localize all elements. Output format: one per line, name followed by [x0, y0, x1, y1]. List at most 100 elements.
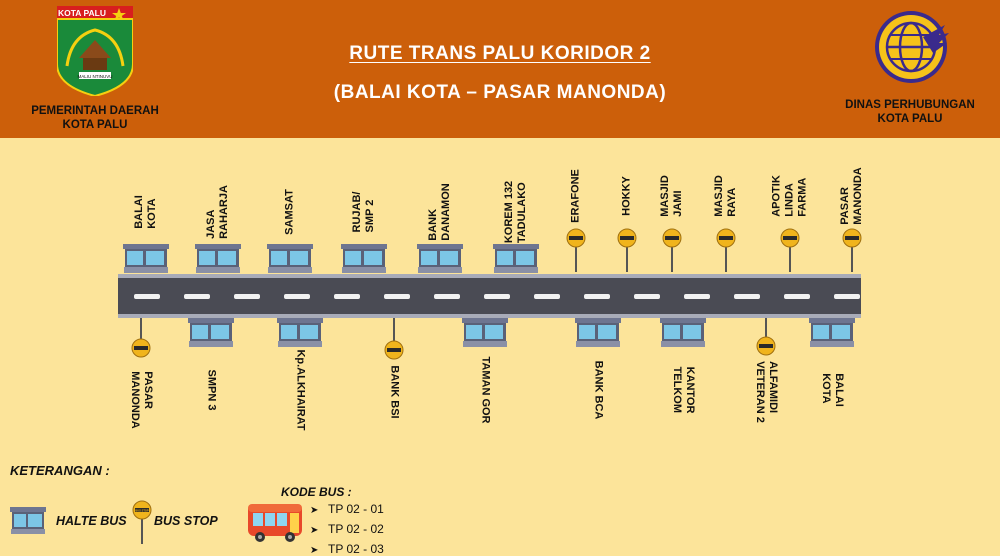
stop-label-line: RUJAB/	[351, 191, 363, 233]
bus-stop-icon	[384, 318, 404, 360]
stop-label-line: MANONDA	[852, 167, 864, 225]
legend-busstop-label: BUS STOP	[154, 514, 218, 528]
stop-label-line: KOTA	[820, 373, 832, 404]
arrow-right-icon: ➤	[310, 545, 319, 556]
kode-bus-code: TP 02 - 01	[328, 502, 384, 516]
halte-bus-icon	[123, 244, 169, 273]
lane-dash	[134, 294, 160, 299]
stop-label-line: SMPN 3	[205, 369, 218, 411]
stop-label-line: JAMI	[672, 190, 684, 217]
stop-label-line: TADULAKO	[516, 182, 528, 244]
lane-dash	[234, 294, 260, 299]
stop-label-line: BALAI	[833, 373, 845, 407]
arrow-right-icon: ➤	[310, 505, 319, 516]
bus-stop-icon	[842, 228, 862, 272]
stop-label-line: SAMSAT	[283, 189, 296, 235]
stop-label-line: KOTA	[146, 198, 158, 229]
kode-bus-title: KODE BUS :	[281, 485, 352, 499]
halte-bus-icon	[417, 244, 463, 273]
lane-dash	[184, 294, 210, 299]
legend-busstop-sign-text: BUS STOP	[135, 508, 148, 512]
lane-dash	[734, 294, 760, 299]
stop-label-line: VETERAN 2	[754, 361, 766, 423]
header-banner	[0, 0, 1000, 138]
halte-bus-icon	[267, 244, 313, 273]
lane-dash	[634, 294, 660, 299]
lane-dash	[784, 294, 810, 299]
crest-title: KOTA PALU	[58, 8, 106, 18]
lane-dash	[334, 294, 360, 299]
left-org-line2: KOTA PALU	[62, 119, 128, 131]
halte-bus-icon	[341, 244, 387, 273]
bus-stop-icon	[566, 228, 586, 272]
halte-bus-icon	[493, 244, 539, 273]
bus-icon	[248, 504, 302, 542]
top-stop-label: ERAFONE	[570, 169, 583, 223]
left-org-line1: PEMERINTAH DAERAH	[31, 105, 159, 117]
top-stop-label: RUJAB/SMP 2	[351, 192, 377, 233]
stop-label-line: ERAFONE	[569, 169, 582, 223]
stop-label-line: Kp.ALKHAIRAT	[294, 349, 307, 431]
bottom-stop-label: BANK BCA	[592, 361, 605, 420]
right-org-name: DINAS PERHUBUNGAN KOTA PALU	[820, 98, 1000, 126]
right-org-line2: KOTA PALU	[877, 113, 943, 125]
legend-halte-label: HALTE BUS	[56, 514, 127, 528]
bus-stop-icon	[131, 318, 151, 358]
stop-label-line: BANK BCA	[592, 360, 605, 420]
bus-stop-icon	[662, 228, 682, 272]
stop-label-line: MASJID	[713, 175, 725, 217]
bus-stop-icon	[780, 228, 800, 272]
bottom-stop-label: TAMAN GOR	[479, 356, 492, 423]
stop-label-line: MASJID	[659, 175, 671, 217]
page-title: RUTE TRANS PALU KORIDOR 2	[349, 43, 651, 64]
bus-stop-icon	[756, 318, 776, 356]
lane-dash	[684, 294, 710, 299]
top-stop-label: HOKKY	[621, 176, 634, 216]
bottom-stop-label: BANK BSI	[388, 365, 401, 418]
bus-stop-legend-icon: BUS STOP	[132, 500, 152, 544]
kota-palu-crest-icon: KOTA PALU MALIU NTINUVU	[57, 6, 133, 96]
halte-bus-icon	[809, 318, 855, 347]
kode-bus-code: TP 02 - 03	[328, 542, 384, 556]
arrow-right-icon: ➤	[310, 525, 319, 536]
halte-bus-icon	[188, 318, 234, 347]
stop-label-line: ALFAMIDI	[767, 361, 779, 414]
stop-label-line: RAYA	[726, 187, 738, 217]
stop-label-line: BALAI	[133, 195, 145, 229]
lane-dash	[284, 294, 310, 299]
stop-label-line: LINDA	[783, 183, 796, 217]
stop-label-line: PASAR	[142, 371, 154, 409]
stop-label-line: BANK	[427, 208, 439, 241]
stop-label-line: RAHARJA	[218, 185, 230, 239]
stop-label-line: KOREM 132	[503, 180, 515, 244]
halte-bus-icon	[575, 318, 621, 347]
stop-label-line: TAMAN GOR	[479, 356, 492, 424]
stop-label-line: FARMA	[796, 177, 809, 217]
legend-title: KETERANGAN :	[10, 463, 110, 478]
kode-bus-code: TP 02 - 02	[328, 522, 384, 536]
bus-stop-icon	[617, 228, 637, 272]
bottom-stop-label: SMPN 3	[205, 370, 218, 411]
lane-dash	[534, 294, 560, 299]
halte-bus-icon	[462, 318, 508, 347]
stop-label-line: SMP 2	[364, 199, 376, 233]
globe-wing-icon	[875, 11, 949, 83]
kode-bus-list: ➤ TP 02 - 01 ➤ TP 02 - 02 ➤ TP 02 - 03	[310, 500, 384, 556]
stop-label-line: TELKOM	[671, 366, 683, 414]
halte-bus-legend-icon	[10, 507, 46, 534]
stop-label-line: KANTOR	[684, 366, 696, 414]
lane-dash	[584, 294, 610, 299]
halte-bus-icon	[195, 244, 241, 273]
lane-dash	[484, 294, 510, 299]
top-stop-label: SAMSAT	[284, 189, 297, 235]
